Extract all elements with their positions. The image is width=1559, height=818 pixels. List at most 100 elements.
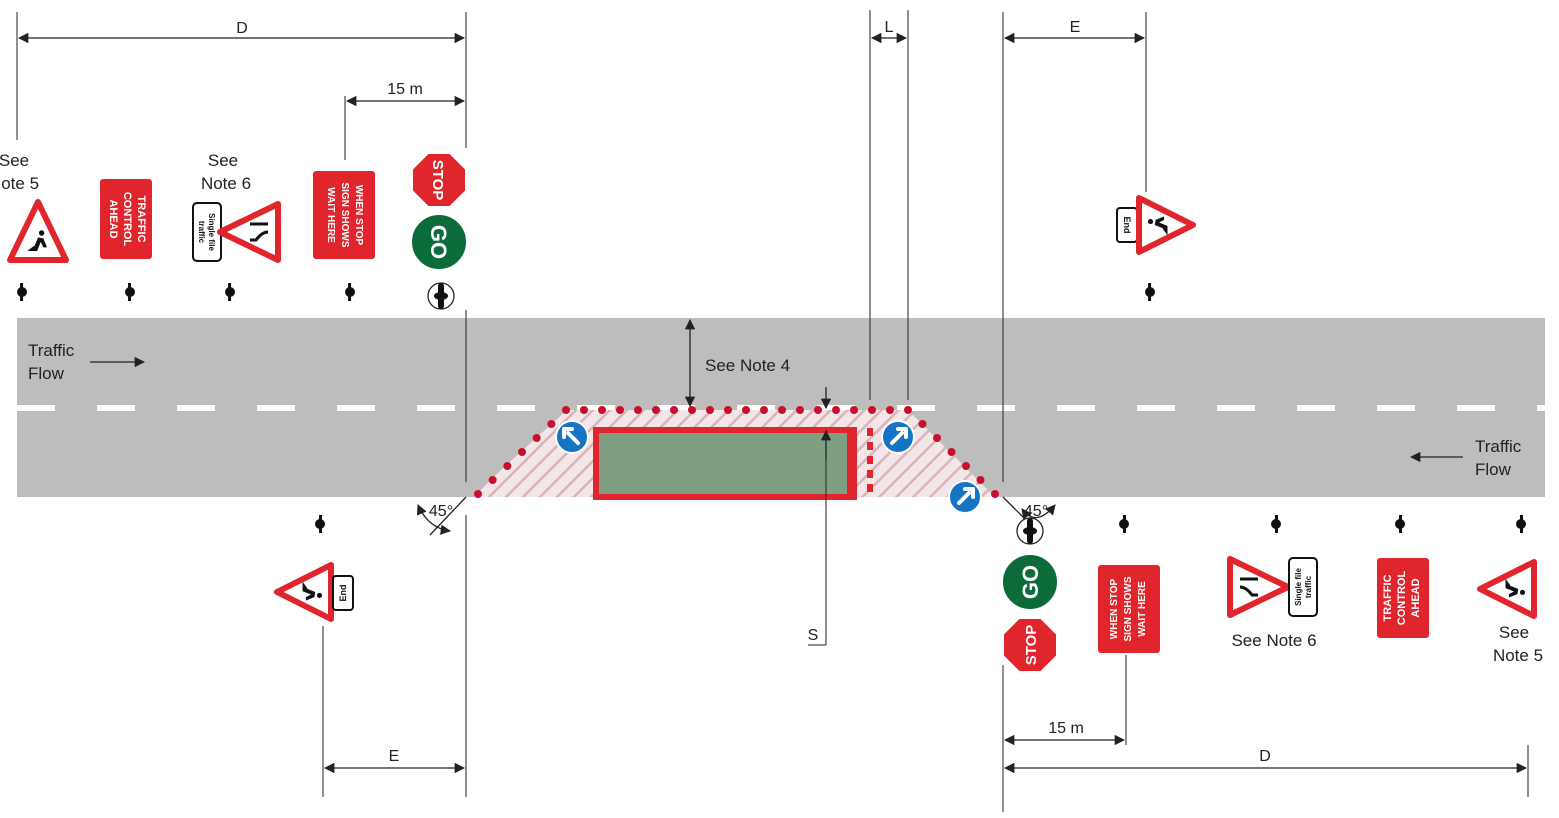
cone-dot [742, 406, 750, 414]
when-stop-line3: WAIT HERE [1137, 581, 1148, 637]
when-stop-line1: WHEN STOP [353, 185, 364, 246]
roadworks-sign-bottom-left [274, 562, 334, 622]
dim-l: L [885, 19, 894, 36]
work-area [593, 427, 857, 500]
when-stop-line1: WHEN STOP [1109, 578, 1120, 639]
traffic-control-ahead-sign-bottom: TRAFFIC CONTROL AHEAD [1375, 556, 1431, 640]
stop-text-top: STOP [429, 160, 446, 201]
cone-dot [562, 406, 570, 414]
cone-dot [832, 406, 840, 414]
cone-dot [850, 406, 858, 414]
single-file-plate-top: Single file traffic [192, 202, 222, 262]
roadworks-sign-bottom-right [1477, 559, 1537, 619]
dim-15m-top: 15 m [387, 81, 423, 98]
cone-dot [991, 490, 999, 498]
cone-dot [518, 448, 526, 456]
single-file-line1: Single file [207, 213, 216, 251]
traffic-control-line3: AHEAD [107, 199, 119, 238]
roadworks-sign-top-left [7, 199, 69, 263]
cone-dot [976, 476, 985, 484]
traffic-flow-west-2: Flow [1475, 460, 1512, 479]
traffic-flow-east-1: Traffic [28, 341, 75, 360]
reference-lines [16, 10, 1529, 812]
traffic-control-line1: TRAFFIC [1382, 574, 1394, 621]
end-plate-bottom-left: End [332, 575, 354, 611]
stop-text-bottom: STOP [1023, 625, 1040, 666]
when-stop-line2: SIGN SHOWS [339, 182, 350, 247]
dim-e-bottom: E [389, 748, 400, 765]
traffic-control-line1: TRAFFIC [135, 195, 147, 242]
end-text-bottom: End [338, 585, 348, 602]
dim-d-bottom: D [1259, 748, 1271, 765]
see-note-5-top-1: See [0, 151, 29, 170]
operator-top [427, 282, 455, 310]
arrow-up-right-icon [957, 487, 975, 505]
angle-45-left: 45° [429, 503, 453, 520]
see-note-5-bottom-2: Note 5 [1493, 646, 1543, 665]
cone-dot [760, 406, 768, 414]
go-sign-bottom: GO [1001, 553, 1059, 611]
traffic-cones [474, 406, 999, 498]
cone-dot [598, 406, 606, 414]
see-note-5-top-2: Note 5 [0, 174, 39, 193]
single-file-plate-bottom: Single file traffic [1288, 557, 1318, 617]
see-note-4: See Note 4 [705, 356, 790, 375]
cone-dot [474, 490, 482, 498]
cone-dot [947, 448, 956, 456]
see-note-6-top-1: See [208, 151, 238, 170]
operator-bottom [1016, 517, 1044, 545]
road-narrows-sign-bottom [1227, 556, 1291, 618]
cone-dot [778, 406, 786, 414]
dim-e-top: E [1070, 19, 1081, 36]
single-file-line2: traffic [1304, 575, 1313, 598]
go-sign-top: GO [410, 213, 468, 271]
traffic-control-line2: CONTROL [1396, 571, 1408, 626]
cone-dot [814, 406, 822, 414]
end-plate-top-right: End [1116, 207, 1138, 243]
keep-right-sign-left-taper [555, 420, 589, 454]
cone-dot [670, 406, 678, 414]
keep-right-sign-centre [881, 420, 915, 454]
cone-dot [724, 406, 732, 414]
cone-dot [503, 462, 512, 470]
dim-s: S [808, 627, 819, 644]
when-stop-sign-top: WHEN STOP SIGN SHOWS WAIT HERE [311, 169, 377, 261]
dimension-arrows [17, 32, 1528, 774]
road-narrows-icon [1239, 577, 1258, 597]
cone-dot [904, 406, 912, 414]
cone-dot [616, 406, 624, 414]
traffic-control-line3: AHEAD [1410, 578, 1422, 617]
arrow-up-right-icon [890, 427, 908, 445]
when-stop-sign-bottom: WHEN STOP SIGN SHOWS WAIT HERE [1096, 563, 1162, 655]
road-narrows-sign-top [217, 201, 281, 263]
arrow-up-left-icon [562, 427, 580, 445]
traffic-control-line2: CONTROL [121, 192, 133, 247]
traffic-flow-west-1: Traffic [1475, 437, 1522, 456]
angle-45-right: 45° [1024, 503, 1048, 520]
cone-dot [796, 406, 804, 414]
dim-15m-bottom: 15 m [1048, 720, 1084, 737]
go-text-bottom: GO [1018, 565, 1043, 599]
cone-dot [706, 406, 714, 414]
cone-dot [962, 462, 970, 470]
roadworks-sign-top-right [1136, 195, 1196, 255]
stop-sign-bottom: STOP [1002, 617, 1058, 673]
cone-dot [547, 420, 556, 428]
road-narrows-icon [250, 222, 269, 242]
go-text-top: GO [426, 225, 451, 259]
cone-dot [488, 476, 497, 484]
cone-dot [886, 406, 894, 414]
keep-right-sign-right-taper [948, 480, 982, 514]
cone-dot [688, 406, 696, 414]
when-stop-line3: WAIT HERE [325, 187, 336, 243]
see-note-6-bottom: See Note 6 [1231, 631, 1316, 650]
cone-dot [634, 406, 642, 414]
single-file-line1: Single file [1294, 568, 1303, 606]
see-note-5-bottom-1: See [1499, 623, 1529, 642]
single-file-line2: traffic [197, 221, 206, 244]
barrier-right-end [847, 430, 855, 497]
end-text-top: End [1122, 217, 1132, 234]
traffic-control-ahead-sign-top: TRAFFIC CONTROL AHEAD [98, 177, 154, 261]
dim-d-top: D [236, 20, 248, 37]
